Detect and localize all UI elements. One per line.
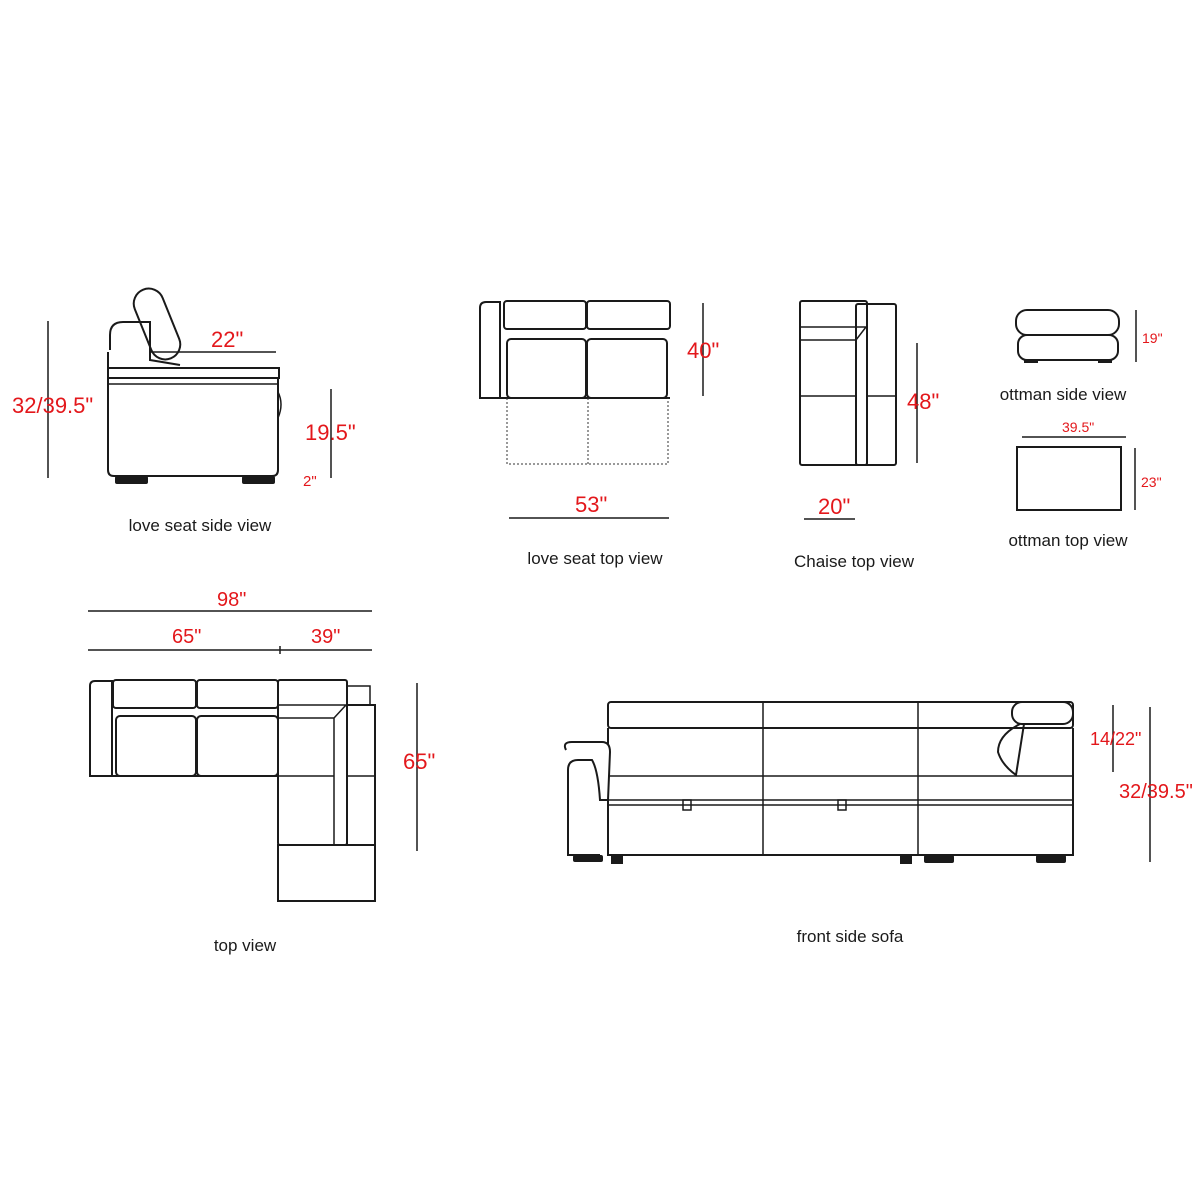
seat-cushion-right [586,338,668,399]
leg-3 [900,855,912,864]
love-seat-top-view: 40" 53" love seat top view [479,300,719,568]
sectional-top-caption: top view [214,936,277,955]
back-leg [242,476,275,484]
love-seat-side-view: 32/39.5" 22" 19.5" 2" love seat side vie… [12,287,356,535]
width-label: 53" [575,492,607,517]
pull-handle-2 [837,799,847,811]
corner-back [347,685,371,705]
section-dividers [762,702,919,855]
back-cushion-1 [112,679,197,709]
left-arm-shape [479,301,501,399]
pull-out-bed-outline [506,398,669,465]
front-sofa-caption: front side sofa [797,927,904,946]
chaise-top-drawing [799,300,897,466]
chaise-seams [278,704,375,845]
height-label: 32/39.5" [1119,781,1193,803]
back-top-band [607,701,1074,729]
back-cushion-right [586,300,671,330]
love-seat-top-caption: love seat top view [527,549,663,568]
back-cushion-left [503,300,587,330]
front-leg [115,476,148,484]
chaise-top-view: 48" 20" Chaise top view [794,300,939,571]
width-label: 39.5" [1062,419,1094,435]
total-width-label: 98" [217,589,246,611]
chaise-back [855,303,897,466]
chaise-seams [800,327,896,465]
left-arm-shape [563,741,612,856]
headrest-label: 14/22" [1090,729,1141,749]
depth-label: 65" [403,749,435,774]
seat-height-label: 19.5" [305,420,356,445]
backrest-shape [109,321,181,366]
ottoman-leg-right [1098,359,1112,363]
ottoman-base [1017,334,1119,361]
right-width-label: 39" [311,626,340,648]
depth-label: 48" [907,389,939,414]
seat-cushion-shape [107,352,280,379]
ottoman-top-cushion [1015,309,1120,336]
ottoman-side-view: 19" ottman side view [1000,309,1163,404]
leg-4 [924,855,954,863]
depth-label: 23" [1141,474,1162,490]
leg-height-label: 2" [303,473,317,490]
chaise-back-cushion [800,326,868,341]
height-label: 19" [1142,330,1163,346]
ottoman-leg-left [1024,359,1038,363]
side-arm-curve [277,391,282,419]
front-sofa-drawing [563,701,1074,864]
headrest-support [996,723,1025,777]
ottoman-section [277,844,376,902]
sectional-top-view: 98" 65" 39" 65" top view [88,589,435,955]
ottoman-top-caption: ottman top view [1008,531,1128,550]
left-arm-shape [89,680,113,777]
love-seat-top-drawing [479,300,671,465]
seat-cushion-left [506,338,587,399]
sectional-top-drawing [89,679,376,902]
leg-1 [573,855,603,862]
left-width-label: 65" [172,626,201,648]
love-seat-side-drawing [107,287,282,484]
headrest-shape [132,287,182,361]
leg-2 [611,855,623,864]
chaise-top-caption: Chaise top view [794,552,915,571]
depth-label: 22" [211,327,243,352]
ottoman-top-rectangle [1016,446,1122,511]
height-label: 32/39.5" [12,393,93,418]
width-label: 20" [818,494,850,519]
ottoman-top-view: 39.5" 23" ottman top view [1008,419,1161,550]
ottoman-side-caption: ottman side view [1000,385,1127,404]
back-cushion-2 [196,679,279,709]
base-body-shape [107,378,279,477]
love-seat-side-caption: love seat side view [129,516,272,535]
chaise-back [346,704,376,846]
seat-cushion-1 [115,715,197,777]
front-side-sofa: 14/22" 32/39.5" front side sofa [563,701,1193,946]
headrest-shape [1011,701,1074,725]
ottoman-side-drawing [1015,309,1120,363]
sofa-body [607,728,1074,856]
depth-label: 40" [687,338,719,363]
leg-5 [1036,855,1066,863]
seat-cushion-2 [196,715,279,777]
pull-handle-1 [682,799,692,811]
